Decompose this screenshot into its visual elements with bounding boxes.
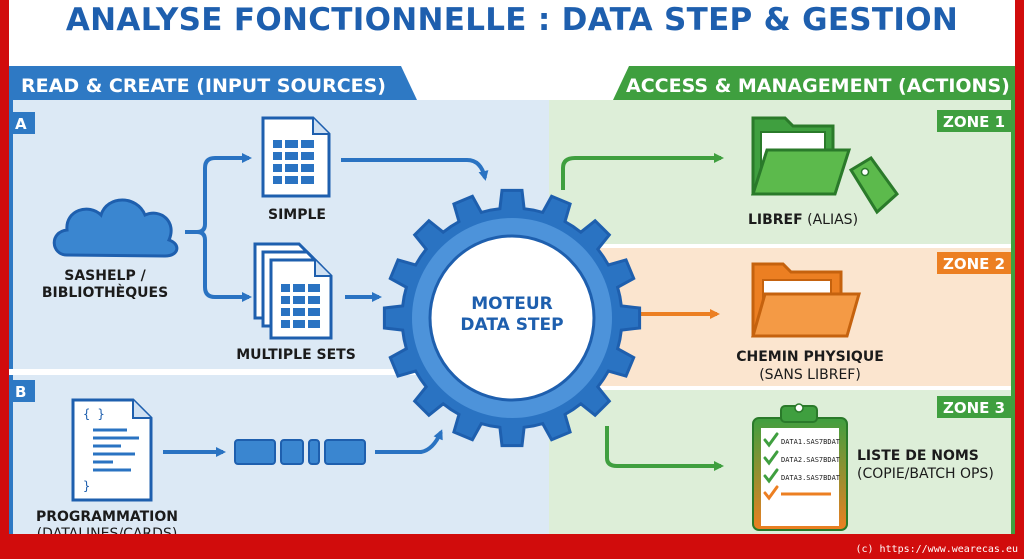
arrow-engine-to-zone1 [561,153,724,190]
multiple-sets-label: MULTIPLE SETS [236,347,356,363]
arrow-simple-to-engine [341,158,489,181]
zone3-tag-label: ZONE 3 [943,399,1005,417]
zone2-tag [937,252,1011,274]
left-panel-edge [9,100,13,534]
cloud-icon [52,198,179,258]
simple-label: SIMPLE [268,207,326,223]
list-item-1: DATA1.SAS7BDAT [781,438,841,446]
left-panel-header: READ & CREATE (INPUT SOURCES) [21,75,386,97]
right-panel-header-bar [613,66,1015,100]
zone2-label-line2: (SANS LIBREF) [759,367,861,383]
section-a-tab [9,112,35,134]
libref-folder-icon [750,116,900,215]
zone1-label: LIBREF (ALIAS) [748,212,858,228]
list-item-3: DATA3.SAS7BDAT [781,474,841,482]
arrow-pipeline-to-engine [375,429,443,454]
physical-path-folder-icon [751,262,861,338]
programmation-label-line2: (DATALINES/CARDS) [37,526,178,534]
source-label-line1: SASHELP / [64,268,146,284]
gear-hub [428,234,596,402]
programmation-label-line1: PROGRAMMATION [36,509,178,525]
multiple-sets-icon [253,242,333,340]
footer-credit[interactable]: (c) https://www.wearecas.eu [855,544,1018,555]
zone3-label-line2: (COPIE/BATCH OPS) [857,466,994,482]
diagram-svg: READ & CREATE (INPUT SOURCES) A B SASHEL… [9,66,1015,534]
code-close-brace: } [83,479,90,493]
section-b-tab [9,380,35,402]
data-stream-icon [234,439,366,465]
arrow-engine-to-zone3 [605,426,724,471]
section-b-label: B [15,383,26,401]
section-a-label: A [15,115,27,133]
zone2-tag-label: ZONE 2 [943,255,1005,273]
code-braces-text: { } [83,407,105,421]
code-file-icon: { } } [71,398,153,502]
list-item-2: DATA2.SAS7BDAT [781,456,841,464]
zone3-tag [937,396,1011,418]
zone1-tag [937,110,1011,132]
left-panel-header-bar [9,66,417,100]
engine-label-line2: DATA STEP [460,315,563,335]
name-list-clipboard-icon: DATA1.SAS7BDAT DATA2.SAS7BDAT DATA3.SAS7… [752,403,848,531]
simple-dataset-icon [261,116,331,198]
right-panel-header: ACCESS & MANAGEMENT (ACTIONS) [626,75,1010,97]
data-step-engine-gear: MOTEUR DATA STEP [382,188,642,448]
right-panel-edge [1011,100,1015,534]
main-title: ANALYSE FONCTIONNELLE : DATA STEP & GEST… [65,2,959,38]
right-panel: ACCESS & MANAGEMENT (ACTIONS) ZONE 1 ZON… [549,66,1015,534]
zone1-tag-label: ZONE 1 [943,113,1005,131]
source-label-line2: BIBLIOTHÈQUES [42,284,168,301]
zone2-label-line1: CHEMIN PHYSIQUE [736,349,884,365]
branch-arrow-multiple [185,230,252,302]
zone3-label-line1: LISTE DE NOMS [857,448,979,464]
infographic: ANALYSE FONCTIONNELLE : DATA STEP & GEST… [9,0,1015,534]
engine-label-line1: MOTEUR [471,294,552,314]
